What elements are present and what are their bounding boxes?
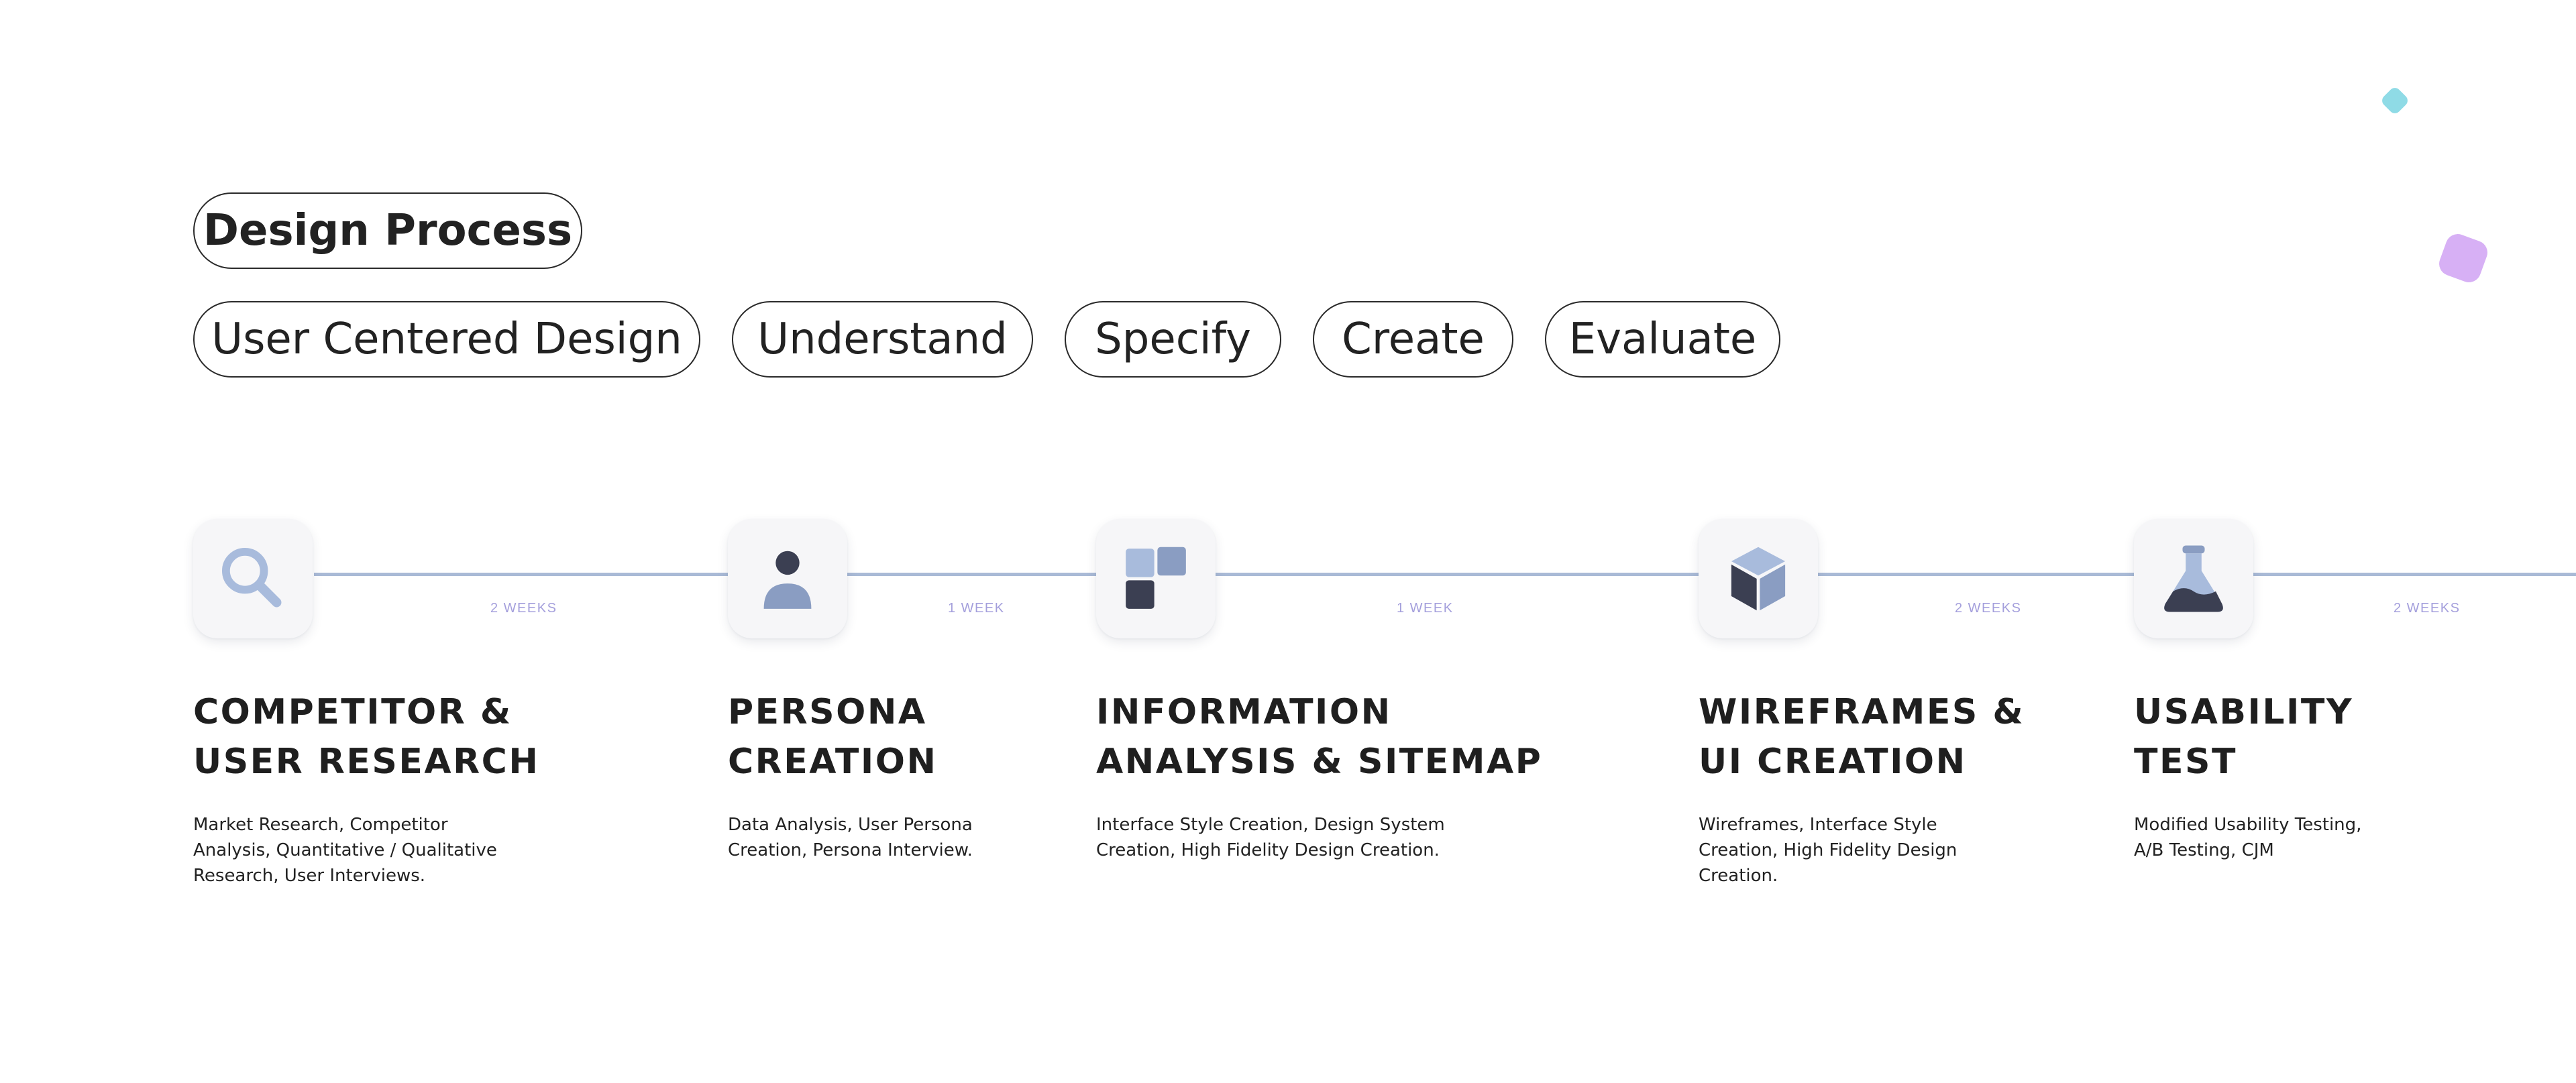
tag-label: Evaluate (1568, 315, 1757, 364)
tag-specify: Specify (1065, 301, 1281, 378)
flask-icon (2164, 545, 2223, 612)
step-description: Wireframes, Interface Style Creation, Hi… (1699, 815, 1957, 886)
page-title-pill: Design Process (193, 192, 582, 269)
tag-label: User Centered Design (211, 315, 682, 364)
tag-label: Specify (1095, 315, 1251, 364)
step-icon-box (2134, 519, 2253, 638)
timeline-line (314, 573, 2576, 576)
tag-evaluate: Evaluate (1545, 301, 1780, 378)
step-duration: 2 WEEKS (1955, 601, 2022, 616)
tag-create: Create (1313, 301, 1513, 378)
step-description: Interface Style Creation, Design System … (1096, 815, 1445, 860)
page-title: Design Process (203, 206, 573, 255)
step-description: Modified Usability Testing, A/B Testing,… (2134, 815, 2362, 860)
step-duration: 1 WEEK (948, 601, 1005, 616)
cube-icon (1731, 547, 1786, 611)
grid-blocks-icon (1126, 547, 1186, 609)
step-title: PERSONA CREATION (728, 692, 938, 782)
decorative-purple-shape (2435, 230, 2491, 286)
step-title: COMPETITOR & USER RESEARCH (193, 692, 540, 782)
step-description: Market Research, Competitor Analysis, Qu… (193, 815, 497, 886)
step-icon-box (1096, 519, 1216, 638)
tag-user-centered-design: User Centered Design (193, 301, 700, 378)
step-icon-box (728, 519, 847, 638)
tag-label: Understand (757, 315, 1008, 364)
tag-label: Create (1342, 315, 1485, 364)
step-duration: 2 WEEKS (2394, 601, 2461, 616)
step-title: INFORMATION ANALYSIS & SITEMAP (1096, 692, 1543, 782)
step-title: USABILITY TEST (2134, 692, 2354, 782)
magnifier-icon (221, 547, 282, 608)
tag-understand: Understand (732, 301, 1033, 378)
decorative-cyan-shape (2379, 85, 2410, 116)
step-icon-box (193, 519, 313, 638)
step-duration: 2 WEEKS (490, 601, 557, 616)
step-duration: 1 WEEK (1397, 601, 1454, 616)
step-icon-box (1699, 519, 1818, 638)
person-icon (763, 551, 812, 609)
step-title: WIREFRAMES & UI CREATION (1699, 692, 2025, 782)
step-description: Data Analysis, User Persona Creation, Pe… (728, 815, 973, 860)
